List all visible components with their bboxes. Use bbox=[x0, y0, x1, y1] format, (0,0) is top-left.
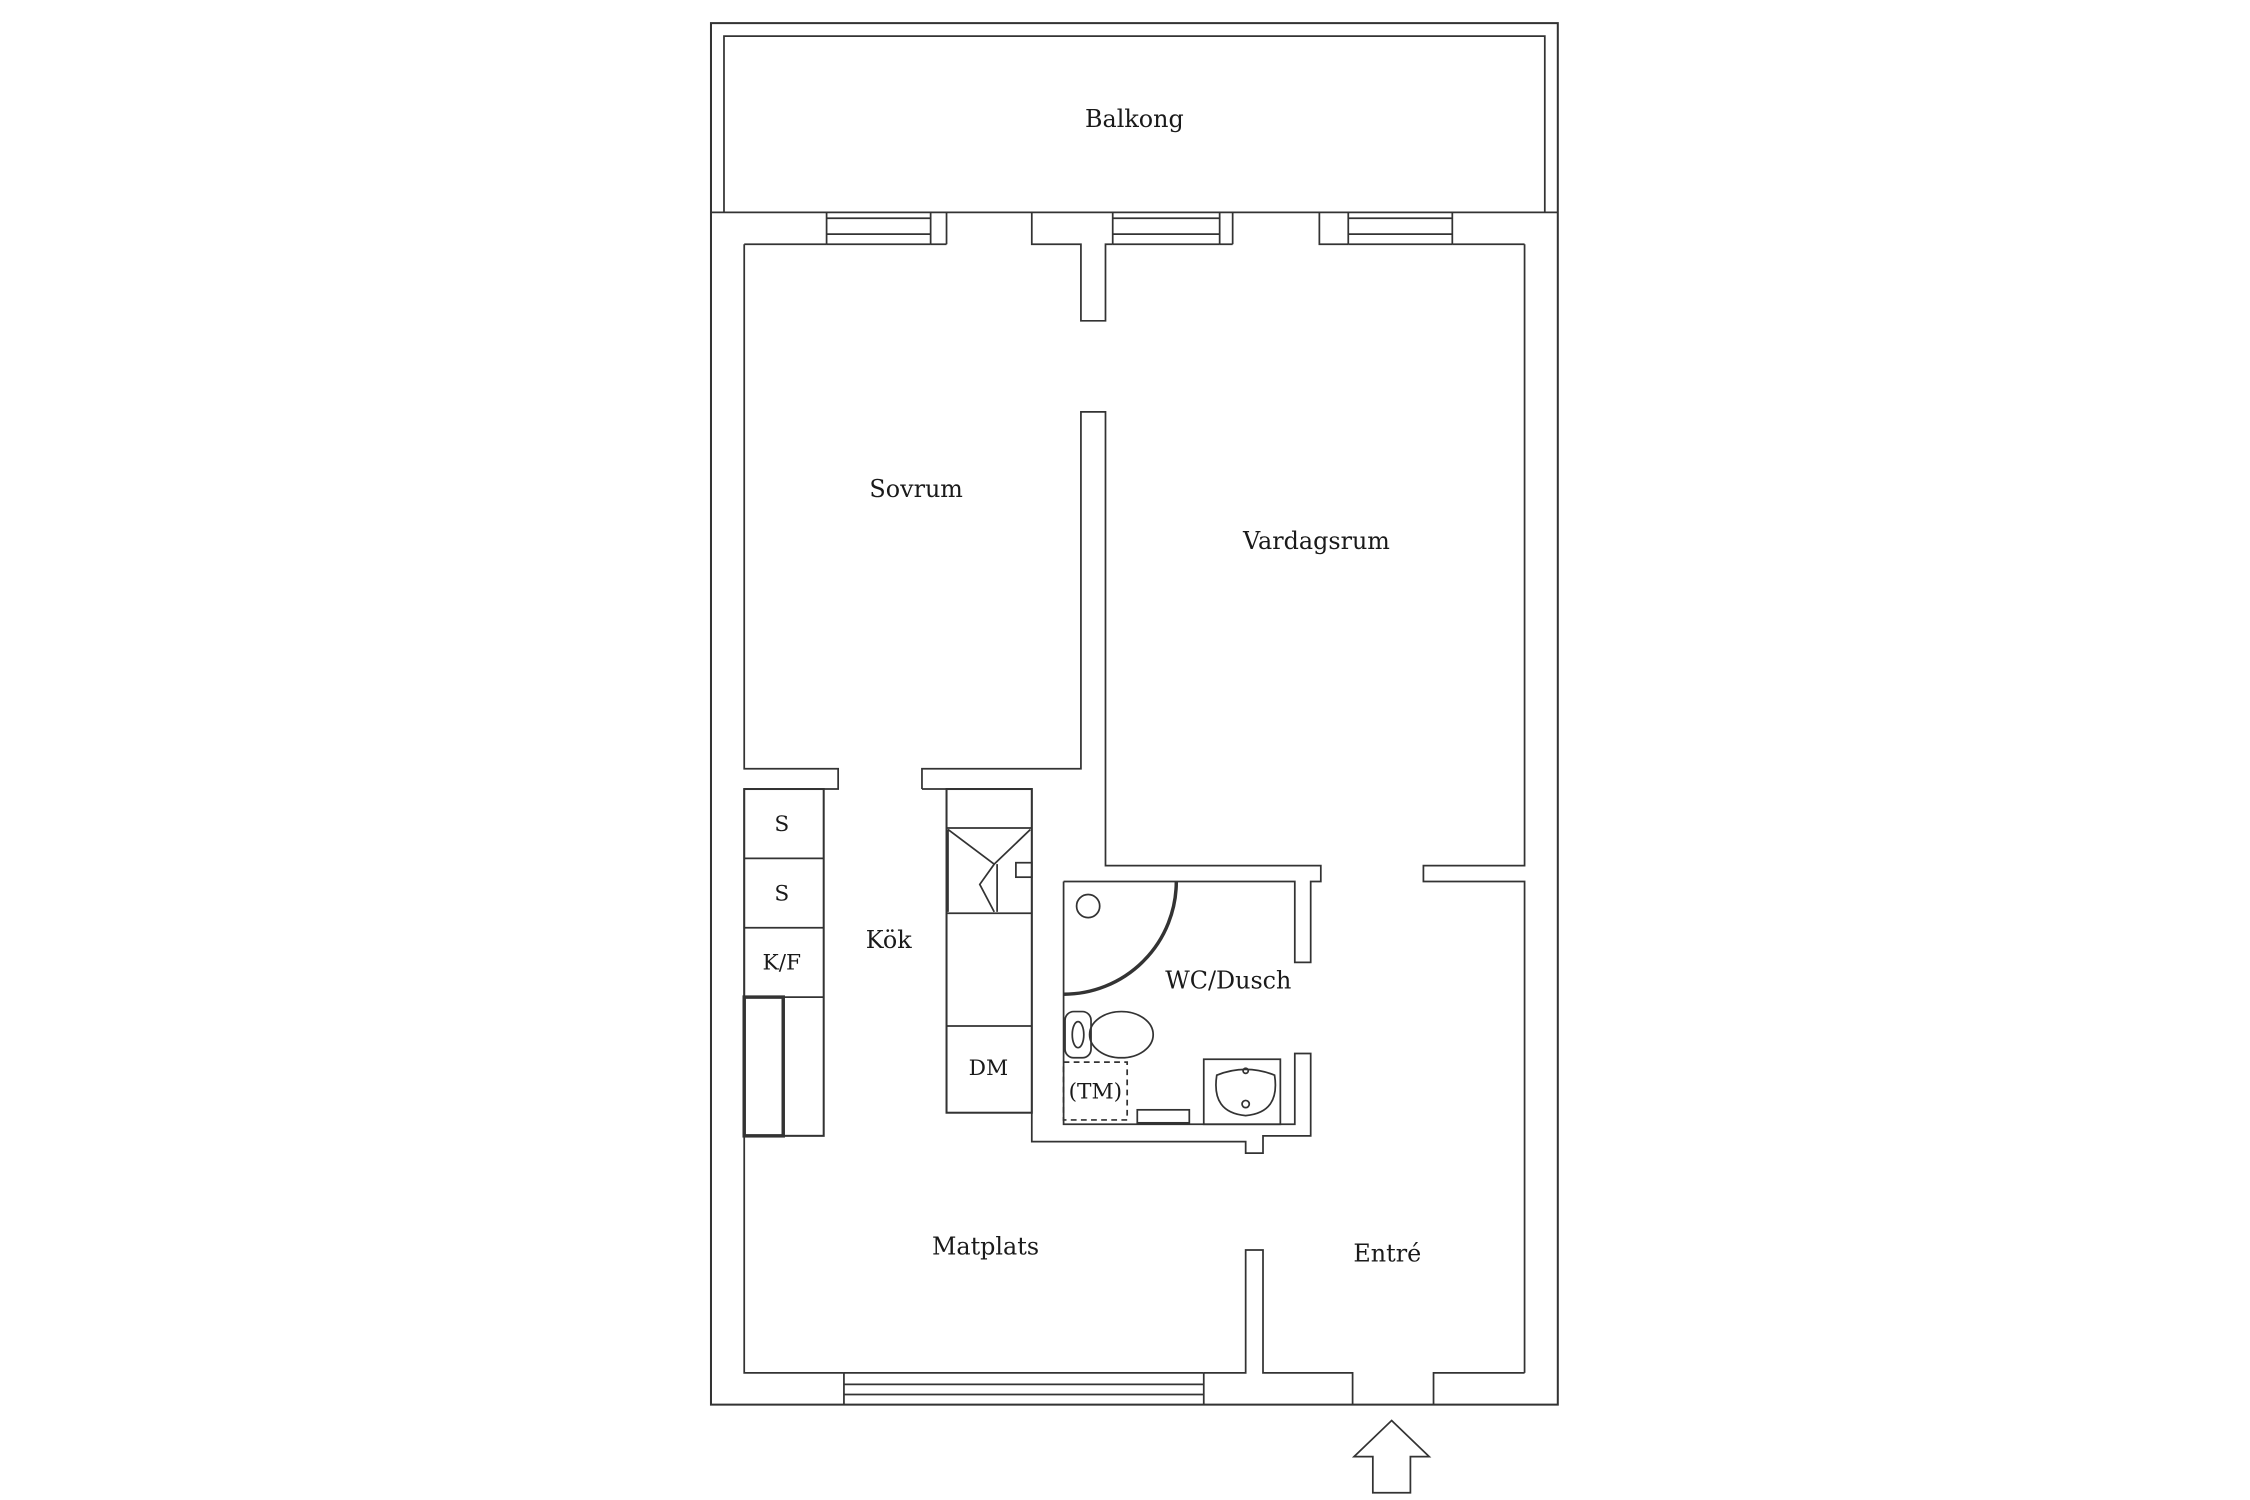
dishwasher-label: DM bbox=[969, 1056, 1009, 1081]
kitchen-worktop-unit bbox=[742, 995, 785, 1138]
shower-icon bbox=[1063, 881, 1179, 996]
kitchen-right-counter: DM bbox=[945, 788, 1033, 1114]
entrance-arrow-icon bbox=[1351, 1419, 1432, 1494]
bedroom-partition bbox=[921, 410, 1322, 964]
shower-drain-icon bbox=[1075, 893, 1101, 919]
bedroom-living-partition-wall bbox=[921, 410, 1322, 964]
kitchen-right-counter-body bbox=[945, 788, 1033, 1114]
dining-entrance-partition bbox=[1203, 1249, 1354, 1405]
top-wall-inner-line bbox=[744, 212, 1525, 322]
stove-control-icon bbox=[1015, 861, 1033, 879]
sink-icon bbox=[1202, 1058, 1282, 1126]
storage-label-2: S bbox=[774, 881, 789, 906]
toilet-tank-inner-icon bbox=[1071, 1020, 1085, 1049]
toilet-tank-icon bbox=[1064, 1010, 1092, 1059]
radiator-icon bbox=[1136, 1108, 1191, 1124]
window-living-room-left bbox=[1111, 212, 1221, 246]
bottom-wall bbox=[843, 1249, 1525, 1405]
entrance-door-opening bbox=[1432, 1371, 1525, 1405]
fridge-freezer-label: K/F bbox=[763, 951, 802, 976]
right-wall bbox=[1422, 244, 1526, 1373]
window-living-room-right bbox=[1347, 212, 1454, 246]
washing-machine-outline bbox=[1062, 1061, 1129, 1121]
wc-fixtures: (TM) bbox=[1062, 881, 1282, 1126]
right-wall-inner-line bbox=[1422, 244, 1526, 1373]
room-label-sovrum: Sovrum bbox=[869, 475, 962, 503]
wc-walls bbox=[921, 788, 1312, 1155]
sink-tap-icon bbox=[1242, 1067, 1250, 1075]
room-label-matplats: Matplats bbox=[932, 1232, 1039, 1260]
room-label-balkong: Balkong bbox=[1085, 105, 1184, 133]
stove-icon bbox=[947, 828, 1031, 913]
outer-building-frame bbox=[709, 22, 1559, 1406]
room-label-entre: Entré bbox=[1353, 1240, 1421, 1268]
washing-machine-label: (TM) bbox=[1069, 1079, 1123, 1104]
kitchen-right-counter-dividers bbox=[946, 827, 1032, 1027]
room-label-kok: Kök bbox=[866, 926, 913, 954]
room-label-wc-dusch: WC/Dusch bbox=[1165, 966, 1291, 994]
room-labels: Balkong Sovrum Vardagsrum Kök WC/Dusch M… bbox=[866, 105, 1421, 1267]
toilet-bowl-icon bbox=[1088, 1010, 1155, 1059]
window-bedroom bbox=[825, 212, 932, 246]
window-dining bbox=[843, 1371, 1205, 1405]
left-wall-inner-line bbox=[743, 244, 840, 790]
room-label-vardagsrum: Vardagsrum bbox=[1242, 527, 1390, 555]
top-wall bbox=[744, 212, 1525, 322]
balcony-railing bbox=[723, 35, 1546, 213]
sink-drain-icon bbox=[1241, 1099, 1251, 1109]
balcony bbox=[710, 35, 1558, 214]
wc-outer-wall bbox=[921, 788, 1312, 1155]
storage-label-1: S bbox=[774, 812, 789, 837]
kitchen-left-counter: S S K/F bbox=[742, 788, 825, 1138]
